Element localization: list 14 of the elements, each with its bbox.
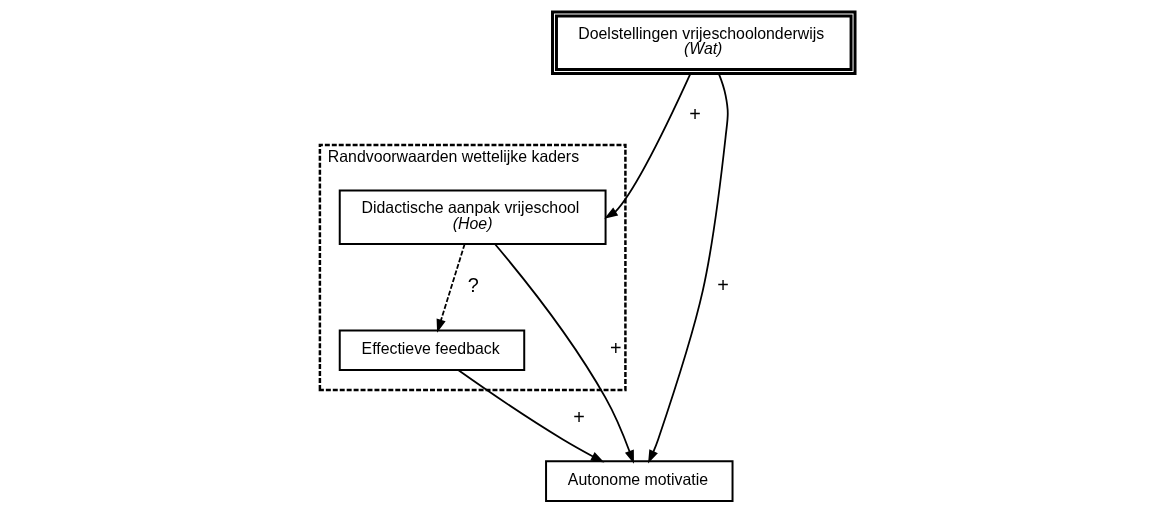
arrow bbox=[604, 72, 692, 219]
arrow bbox=[457, 369, 605, 463]
edge-label: + bbox=[717, 273, 729, 296]
arrow bbox=[436, 243, 466, 333]
node-box: Effectieve feedback bbox=[338, 329, 526, 372]
edge-label: + bbox=[689, 103, 701, 126]
node-box: Didactische aanpak vrijeschool (Hoe) bbox=[338, 189, 607, 246]
node-box: Autonome motivatie bbox=[545, 460, 734, 502]
edge-label: ? bbox=[467, 273, 479, 296]
node-box: Doelstellingen vrijeschoolonderwijs (Wat) bbox=[551, 10, 857, 75]
edge-label: + bbox=[573, 405, 585, 428]
edge-label: + bbox=[610, 337, 622, 360]
arrow bbox=[648, 72, 729, 464]
arrow bbox=[494, 243, 634, 464]
